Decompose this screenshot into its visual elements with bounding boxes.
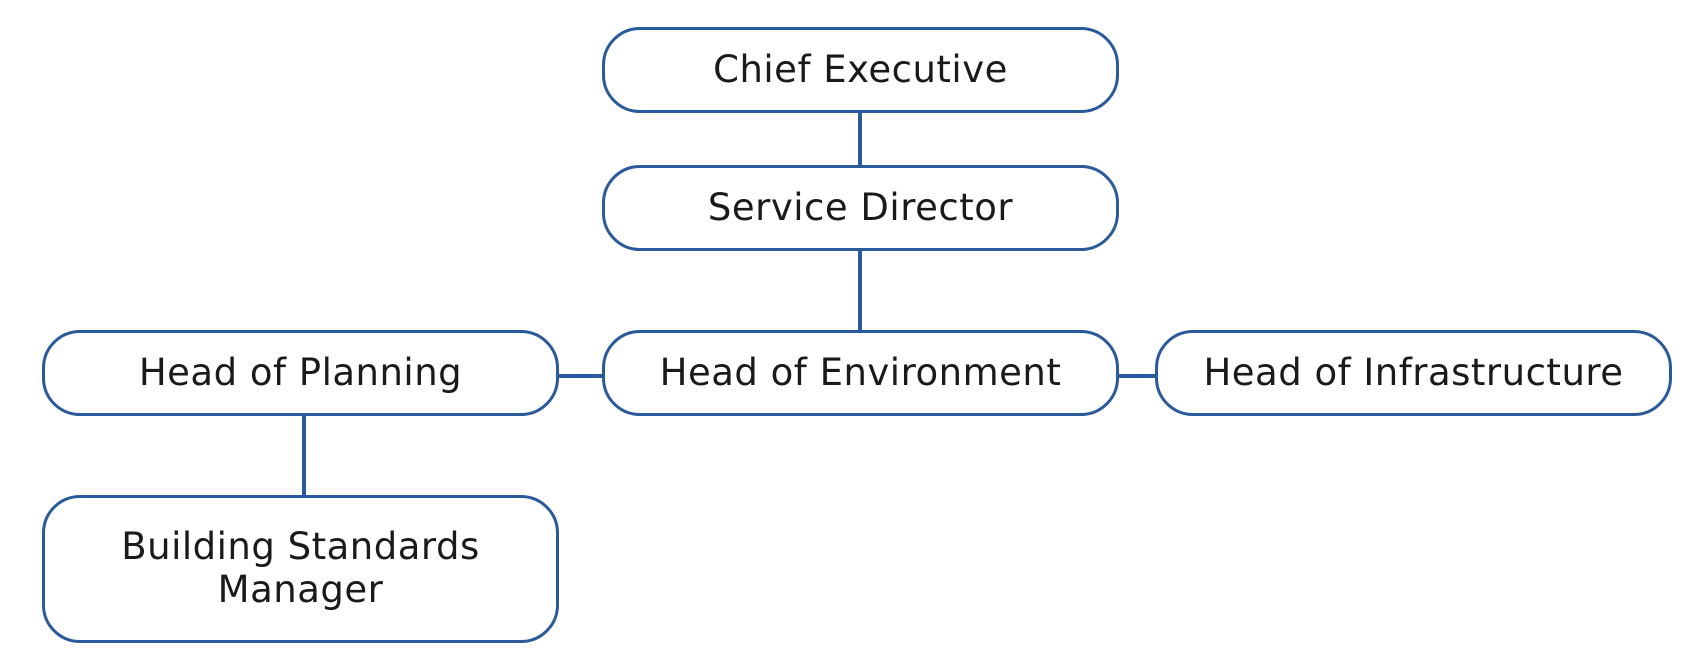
node-building-standards-manager: Building Standards Manager [42,495,559,643]
node-service-director: Service Director [602,165,1119,251]
node-label-building-standards-manager: Building Standards Manager [121,525,480,611]
node-chief-executive: Chief Executive [602,27,1119,113]
node-label-service-director: Service Director [707,185,1014,229]
node-label-head-of-planning: Head of Planning [138,350,463,394]
node-label-head-of-infrastructure: Head of Infrastructure [1203,350,1624,394]
node-head-of-environment: Head of Environment [602,330,1119,416]
node-head-of-planning: Head of Planning [42,330,559,416]
connector-service-director-to-head-of-environment [858,250,862,331]
node-label-head-of-environment: Head of Environment [659,350,1062,394]
connector-head-of-planning-to-head-of-environment [558,374,603,378]
connector-head-of-planning-to-building-standards-manager [302,415,306,496]
node-head-of-infrastructure: Head of Infrastructure [1155,330,1672,416]
connector-head-of-environment-to-head-of-infrastructure [1118,374,1156,378]
node-label-chief-executive: Chief Executive [713,47,1008,91]
connector-chief-executive-to-service-director [858,112,862,166]
